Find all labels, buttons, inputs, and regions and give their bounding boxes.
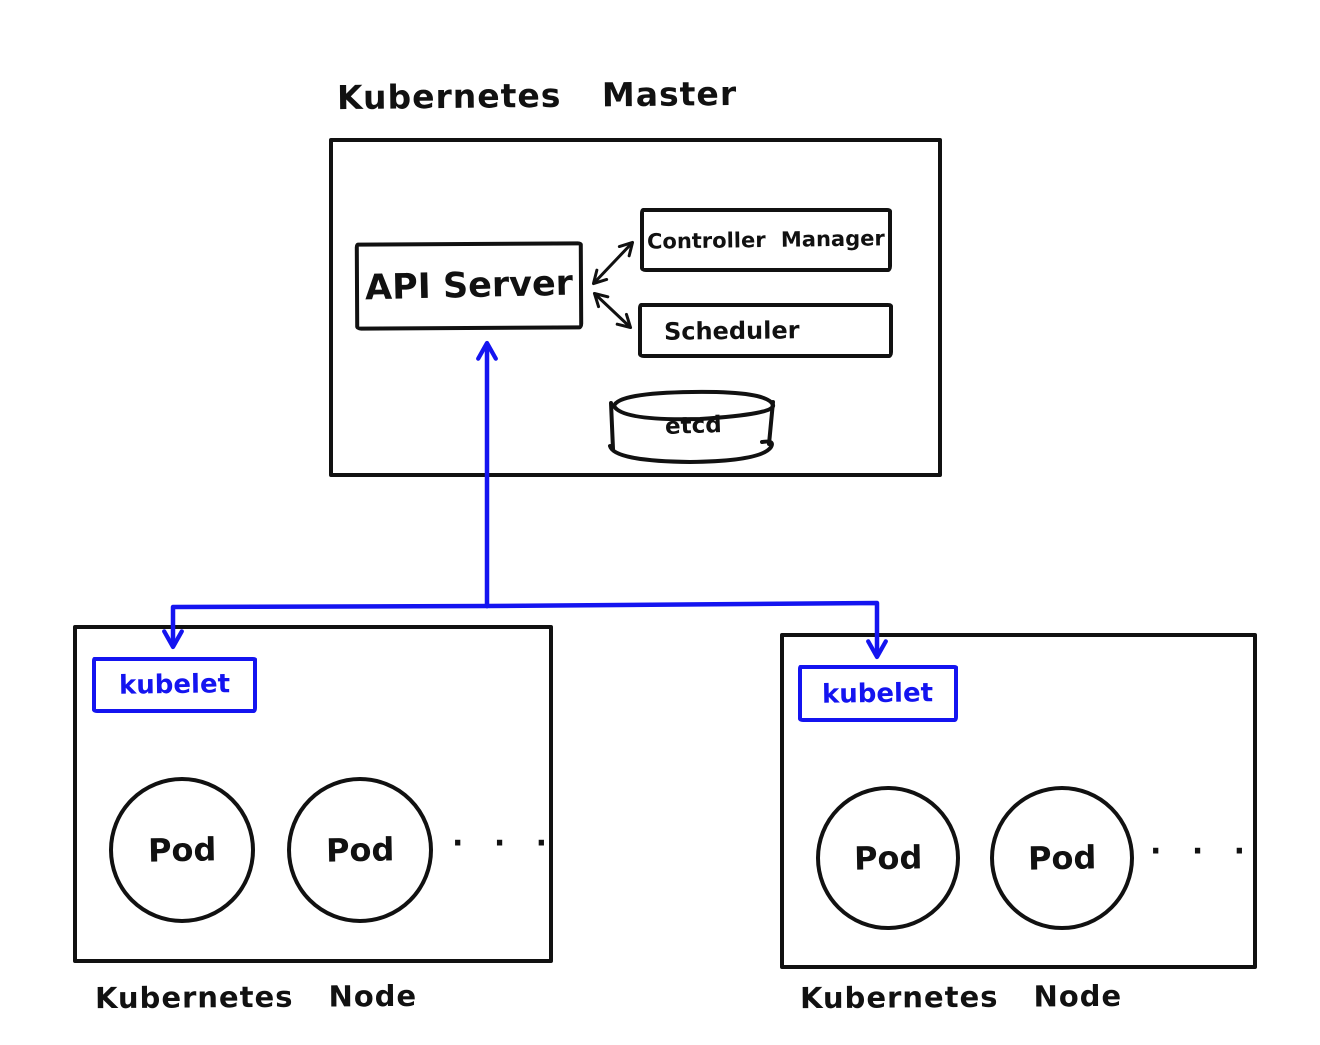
pod-circle: Pod (990, 786, 1134, 930)
master-title: Kubernetes Master (336, 73, 738, 118)
more-pods-ellipsis: · · · (1150, 834, 1256, 869)
scheduler-label: Scheduler (663, 315, 800, 346)
pod-circle: Pod (109, 777, 255, 923)
api-server-box: API Server (354, 241, 584, 331)
pod-circle: Pod (287, 777, 433, 923)
kubelet-box-right: kubelet (798, 665, 958, 722)
node-caption-left: Kubernetes Node (94, 978, 418, 1016)
etcd-label: etcd (664, 412, 722, 440)
kubelet-label-right: kubelet (822, 677, 934, 710)
kubelet-box-left: kubelet (92, 657, 257, 713)
pod-label: Pod (147, 830, 217, 870)
scheduler-box: Scheduler (638, 303, 893, 358)
more-pods-ellipsis: · · · (452, 826, 558, 861)
pod-label: Pod (325, 830, 395, 870)
controller-manager-label: Controller Manager (646, 226, 886, 254)
api-server-label: API Server (364, 263, 574, 309)
node-caption-right: Kubernetes Node (799, 978, 1123, 1016)
pod-label: Pod (1027, 838, 1097, 878)
pod-circle: Pod (816, 786, 960, 930)
pod-label: Pod (853, 838, 923, 878)
controller-manager-box: Controller Manager (640, 208, 892, 272)
kubelet-label-left: kubelet (118, 669, 231, 701)
